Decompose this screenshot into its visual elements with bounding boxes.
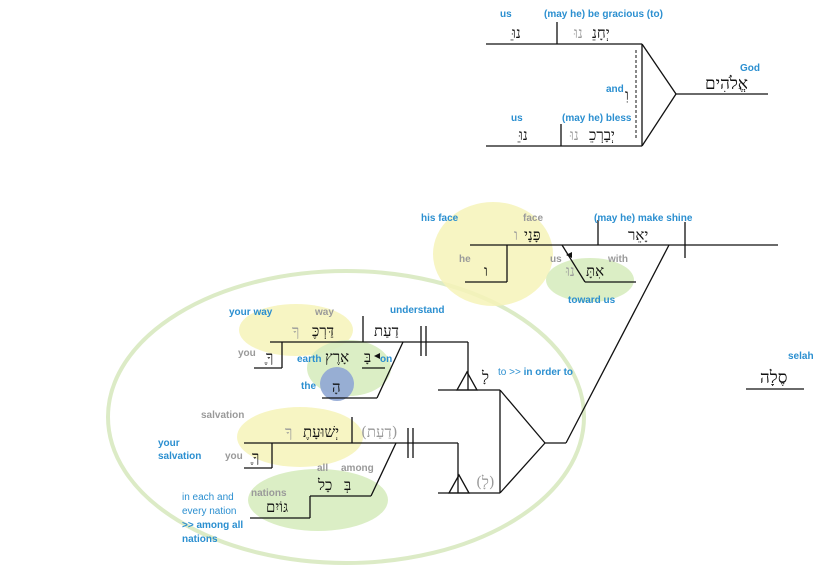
hebrew-yechon-suffix: נוּ (573, 24, 583, 42)
highlight-the (320, 367, 354, 401)
label-each-nation-line1: in each and (182, 492, 234, 503)
highlight-your-salvation (237, 407, 363, 467)
hebrew-nu-2: ֵנוּ (517, 126, 528, 144)
hebrew-panav: פָּנָי (524, 226, 541, 244)
label-the: the (301, 381, 316, 392)
label-all: all (317, 463, 328, 474)
label-his-face: his face (421, 213, 459, 224)
label-us-face: us (550, 254, 562, 265)
highlight-your-way (239, 304, 353, 356)
label-way: way (314, 307, 334, 318)
hebrew-yeshuatecha: יְשׁוּעָתֶ (303, 423, 339, 441)
label-bless: (may he) bless (562, 113, 632, 124)
label-nations: nations (251, 488, 287, 499)
hebrew-vav-he: ו (484, 262, 488, 280)
label-and: and (606, 84, 624, 95)
label-among: among (341, 463, 374, 474)
hebrew-yaer: יָאֵר (628, 226, 648, 244)
hebrew-ha: הָ (332, 378, 341, 396)
label-you-way: you (238, 348, 256, 359)
label-your-salvation-line2: salvation (158, 451, 201, 462)
purpose-connector-lines (499, 389, 566, 494)
label-on: on (380, 354, 392, 365)
label-your-way: your way (229, 307, 273, 318)
label-make-shine: (may he) make shine (594, 213, 693, 224)
hebrew-darkecha: דַּרְכֶּ (312, 322, 334, 340)
label-in-order-to: in order to (524, 367, 573, 378)
hebrew-darkecha-suffix: ךָ (292, 322, 299, 340)
hebrew-bechol-prefix: בְּ (344, 476, 351, 494)
highlight-toward-us (546, 258, 634, 302)
highlight-among-nations (248, 469, 388, 531)
label-god: God (740, 63, 760, 74)
hebrew-yevarech: יְבָרְכֵ (589, 126, 615, 144)
hebrew-cha-way: ֶךָ (264, 348, 273, 366)
arrow-with-icon (566, 252, 572, 258)
label-understand: understand (390, 305, 444, 316)
label-toward-us: toward us (568, 295, 616, 306)
hebrew-baaretz: אָרֶץ (325, 348, 349, 366)
hebrew-vav-conjunction: וִ (625, 86, 629, 104)
hebrew-panav-suffix: ו (514, 226, 518, 244)
label-us-2: us (511, 113, 523, 124)
label-selah: selah (788, 351, 814, 362)
salvation-block-lines (244, 417, 500, 519)
hebrew-cha-salvation: ֶךָ (250, 448, 259, 466)
hebrew-itanu: אִתָּ (586, 262, 604, 280)
label-you-salvation: you (225, 451, 243, 462)
hebrew-selah: סֶלָה (760, 368, 787, 388)
label-each-nation-line4: nations (182, 534, 218, 545)
hebrew-yeshuatecha-suffix: ךָ (285, 423, 292, 441)
label-your-salvation-line1: your (158, 438, 180, 449)
hebrew-lamed-implied: (לָ) (476, 473, 495, 491)
label-to: to >> (498, 367, 524, 378)
hebrew-itanu-suffix: נוּ (565, 262, 575, 280)
arrow-on-icon (374, 353, 380, 359)
hebrew-daat: דַעַת (374, 322, 399, 340)
label-us-1: us (500, 9, 512, 20)
hebrew-goyim: גּוֹיִם (266, 498, 288, 516)
label-each-nation-line2: every nation (182, 506, 236, 517)
label-to-in-order-to: to >> in order to (498, 367, 573, 378)
face-block-lines (465, 220, 778, 444)
label-be-gracious: (may he) be gracious (to) (544, 9, 663, 20)
hebrew-yechon: יְחָנֵ (592, 24, 610, 42)
label-each-nation-line3: >> among all (182, 520, 243, 531)
label-earth: earth (297, 354, 321, 365)
hebrew-elohim: אֱלֹהִים (705, 74, 748, 94)
hebrew-kol: כָל (317, 476, 332, 494)
label-face: face (523, 213, 543, 224)
highlight-his-face (433, 202, 553, 306)
hebrew-lamed: לָ (481, 368, 489, 386)
label-with: with (607, 254, 628, 265)
label-he: he (459, 254, 471, 265)
hebrew-nu-1: ֵנוּ (510, 24, 521, 42)
way-block-lines (254, 316, 500, 399)
label-salvation: salvation (201, 410, 244, 421)
clause-ellipse-outline (106, 269, 586, 565)
hebrew-baaretz-prefix: בָּ (364, 348, 371, 366)
top-block-lines (486, 22, 768, 147)
hebrew-daat-implied: (דַעַת) (361, 423, 398, 441)
hebrew-yevarech-suffix: נוּ (569, 126, 579, 144)
